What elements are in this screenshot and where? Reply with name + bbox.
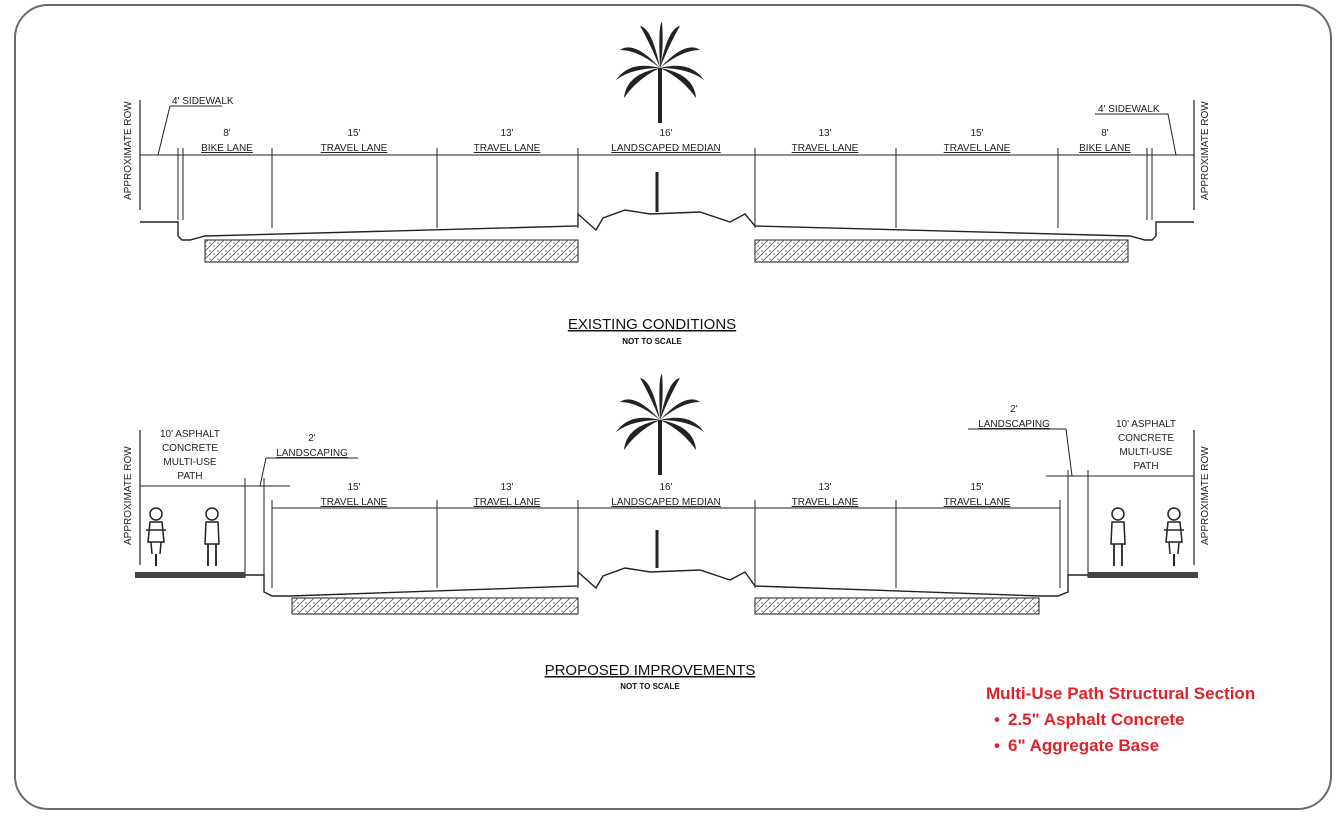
- proposed-segment-label: LANDSCAPED MEDIAN: [611, 497, 720, 508]
- path-label-line: MULTI-USE: [1119, 447, 1172, 458]
- bullet-icon: •: [994, 736, 1000, 755]
- existing-segment-dim: 16': [659, 128, 672, 139]
- path-label-line: PATH: [1133, 461, 1158, 472]
- bullet-icon: •: [994, 710, 1000, 729]
- existing-segment-dim: 13': [500, 128, 513, 139]
- drawing-frame: [14, 4, 1332, 810]
- landscaping-label-left: LANDSCAPING: [276, 448, 348, 459]
- proposed-segment-label: TRAVEL LANE: [944, 497, 1011, 508]
- proposed-segment-dim: 15': [347, 482, 360, 493]
- path-label-line: PATH: [177, 471, 202, 482]
- landscaping-label-right: LANDSCAPING: [978, 419, 1050, 430]
- note-item-text: 2.5" Asphalt Concrete: [1008, 710, 1185, 729]
- palm-tree-icon: [614, 20, 706, 125]
- palm-tree-icon: [614, 372, 706, 477]
- landscaping-dim-right: 2': [1010, 404, 1018, 415]
- proposed-path-label-right: 10' ASPHALT CONCRETE MULTI-USE PATH: [1116, 419, 1176, 472]
- note-item: • 2.5" Asphalt Concrete: [986, 707, 1286, 733]
- path-label-line: 10' ASPHALT: [1116, 419, 1176, 430]
- path-label-line: 10' ASPHALT: [160, 429, 220, 440]
- existing-title: EXISTING CONDITIONS: [568, 316, 736, 333]
- existing-subtitle: NOT TO SCALE: [622, 337, 682, 346]
- note-item-text: 6" Aggregate Base: [1008, 736, 1160, 755]
- existing-segment-dim: 13': [818, 128, 831, 139]
- proposed-segment: 13' TRAVEL LANE: [474, 482, 541, 508]
- note-list: • 2.5" Asphalt Concrete • 6" Aggregate Bas…: [986, 707, 1286, 759]
- existing-segment-label: BIKE LANE: [1079, 143, 1131, 154]
- note-title: Multi-Use Path Structural Section: [986, 684, 1256, 703]
- proposed-segment-dim: 16': [659, 482, 672, 493]
- landscaping-dim-left: 2': [308, 433, 316, 444]
- existing-segment: 13' TRAVEL LANE: [792, 128, 859, 154]
- proposed-segment: 16' LANDSCAPED MEDIAN: [611, 482, 720, 508]
- proposed-segment-dim: 13': [818, 482, 831, 493]
- path-label-line: MULTI-USE: [163, 457, 216, 468]
- proposed-segment: 15' TRAVEL LANE: [944, 482, 1011, 508]
- existing-segment-dim: 8': [1101, 128, 1109, 139]
- path-label-line: CONCRETE: [162, 443, 218, 454]
- existing-segment-label: TRAVEL LANE: [321, 143, 388, 154]
- path-label-line: CONCRETE: [1118, 433, 1174, 444]
- existing-sidewalk-label-right: 4' SIDEWALK: [1098, 104, 1160, 115]
- proposed-segment: 13' TRAVEL LANE: [792, 482, 859, 508]
- proposed-row-label-right: APPROXIMATE ROW: [1200, 446, 1211, 545]
- existing-segment: 15' TRAVEL LANE: [321, 128, 388, 154]
- proposed-segment-label: TRAVEL LANE: [792, 497, 859, 508]
- existing-segment: 8' BIKE LANE: [1079, 128, 1131, 154]
- existing-segment: 16' LANDSCAPED MEDIAN: [611, 128, 720, 154]
- proposed-segment-dim: 15': [970, 482, 983, 493]
- existing-segment-label: TRAVEL LANE: [474, 143, 541, 154]
- cyclist-icon: [1163, 507, 1185, 567]
- pedestrian-icon: [1110, 507, 1126, 567]
- existing-row-label-left: APPROXIMATE ROW: [123, 101, 134, 200]
- existing-segment-dim: 15': [970, 128, 983, 139]
- existing-section: APPROXIMATE ROW APPROXIMATE ROW 4' SIDEW…: [123, 20, 1211, 346]
- existing-segment: 15' TRAVEL LANE: [944, 128, 1011, 154]
- existing-segment-dim: 8': [223, 128, 231, 139]
- existing-segment: 8' BIKE LANE: [201, 128, 253, 154]
- structural-section-note: Multi-Use Path Structural Section • 2.5" …: [986, 681, 1286, 759]
- proposed-title: PROPOSED IMPROVEMENTS: [545, 662, 756, 679]
- proposed-segment: 15' TRAVEL LANE: [321, 482, 388, 508]
- pedestrian-icon: [204, 507, 220, 567]
- proposed-segment-label: TRAVEL LANE: [321, 497, 388, 508]
- proposed-path-label-left: 10' ASPHALT CONCRETE MULTI-USE PATH: [160, 429, 220, 482]
- proposed-section: APPROXIMATE ROW APPROXIMATE ROW 10' ASPH…: [123, 372, 1211, 691]
- existing-segment-label: TRAVEL LANE: [944, 143, 1011, 154]
- proposed-row-label-left: APPROXIMATE ROW: [123, 446, 134, 545]
- proposed-subtitle: NOT TO SCALE: [620, 682, 680, 691]
- cyclist-icon: [145, 507, 167, 567]
- existing-row-label-right: APPROXIMATE ROW: [1200, 101, 1211, 200]
- proposed-segment-dim: 13': [500, 482, 513, 493]
- existing-sidewalk-label-left: 4' SIDEWALK: [172, 96, 234, 107]
- existing-segment-label: TRAVEL LANE: [792, 143, 859, 154]
- note-item: • 6" Aggregate Base: [986, 733, 1286, 759]
- existing-segment-dim: 15': [347, 128, 360, 139]
- proposed-segment-label: TRAVEL LANE: [474, 497, 541, 508]
- existing-segment: 13' TRAVEL LANE: [474, 128, 541, 154]
- existing-segment-label: LANDSCAPED MEDIAN: [611, 143, 720, 154]
- existing-segment-label: BIKE LANE: [201, 143, 253, 154]
